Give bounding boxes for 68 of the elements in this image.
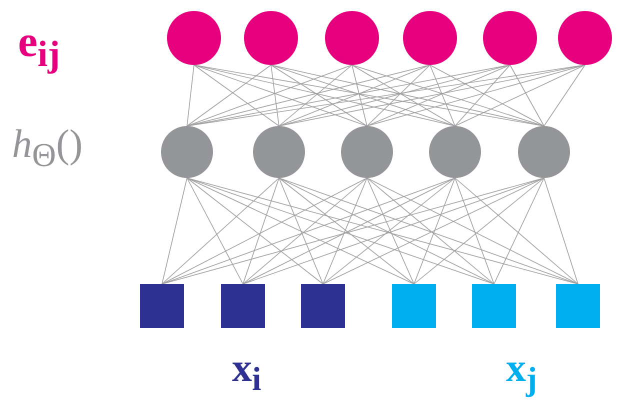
connection-line (414, 178, 544, 284)
square-node (301, 284, 345, 328)
connection-line (242, 178, 280, 284)
connection-line (322, 178, 456, 284)
math-label: e$_{ij}$ (18, 20, 60, 72)
connection-line (510, 64, 544, 126)
connection-line (186, 178, 324, 284)
connection-line (454, 178, 494, 284)
connection-line (186, 178, 494, 284)
connection-line (366, 178, 494, 284)
square-node (221, 284, 265, 328)
connection-line (366, 178, 414, 284)
circle-node (167, 11, 221, 65)
connection-line (544, 178, 578, 284)
connection-line (366, 64, 430, 126)
connection-line (544, 64, 586, 126)
connection-line (270, 64, 280, 126)
circle-node (558, 11, 612, 65)
connection-line (186, 178, 244, 284)
connection-line (242, 178, 456, 284)
connection-line (242, 178, 544, 284)
circle-node (429, 126, 481, 178)
connection-line (270, 64, 544, 126)
circle-node (518, 126, 570, 178)
connection-line (454, 178, 578, 284)
square-node (472, 284, 516, 328)
math-label: h$_{Θ}$() (12, 124, 83, 172)
circle-node (325, 11, 379, 65)
connection-line (186, 178, 414, 284)
connection-line (352, 64, 456, 126)
connection-line (162, 178, 188, 284)
square-node (392, 284, 436, 328)
circle-node (483, 11, 537, 65)
connection-line (186, 64, 272, 126)
connection-line (430, 64, 544, 126)
connection-line (322, 178, 368, 284)
connection-line (270, 64, 456, 126)
connection-line (454, 64, 510, 126)
connection-line (494, 178, 544, 284)
connection-line (162, 178, 280, 284)
square-node (140, 284, 184, 328)
circle-node (161, 126, 213, 178)
connection-line (278, 64, 352, 126)
connection-line (278, 178, 414, 284)
connection-line (270, 64, 368, 126)
connection-line (322, 178, 544, 284)
connection-line (430, 64, 456, 126)
connection-line (242, 178, 368, 284)
math-label: x$_{j}$ (506, 348, 538, 396)
connection-line (162, 178, 368, 284)
connection-line (278, 64, 430, 126)
math-label: x$_{i}$ (232, 348, 262, 396)
circle-node (341, 126, 393, 178)
circle-node (403, 11, 457, 65)
connection-line (454, 64, 586, 126)
connection-line (352, 64, 368, 126)
connection-line (278, 178, 324, 284)
circle-node (244, 11, 298, 65)
connection-line (414, 178, 456, 284)
connection-line (366, 64, 510, 126)
connection-line (162, 178, 456, 284)
circle-node (253, 126, 305, 178)
connection-line (194, 64, 280, 126)
connection-line (366, 178, 578, 284)
square-node (556, 284, 600, 328)
connection-line (278, 178, 494, 284)
connection-line (278, 178, 578, 284)
connection-line (186, 64, 194, 126)
